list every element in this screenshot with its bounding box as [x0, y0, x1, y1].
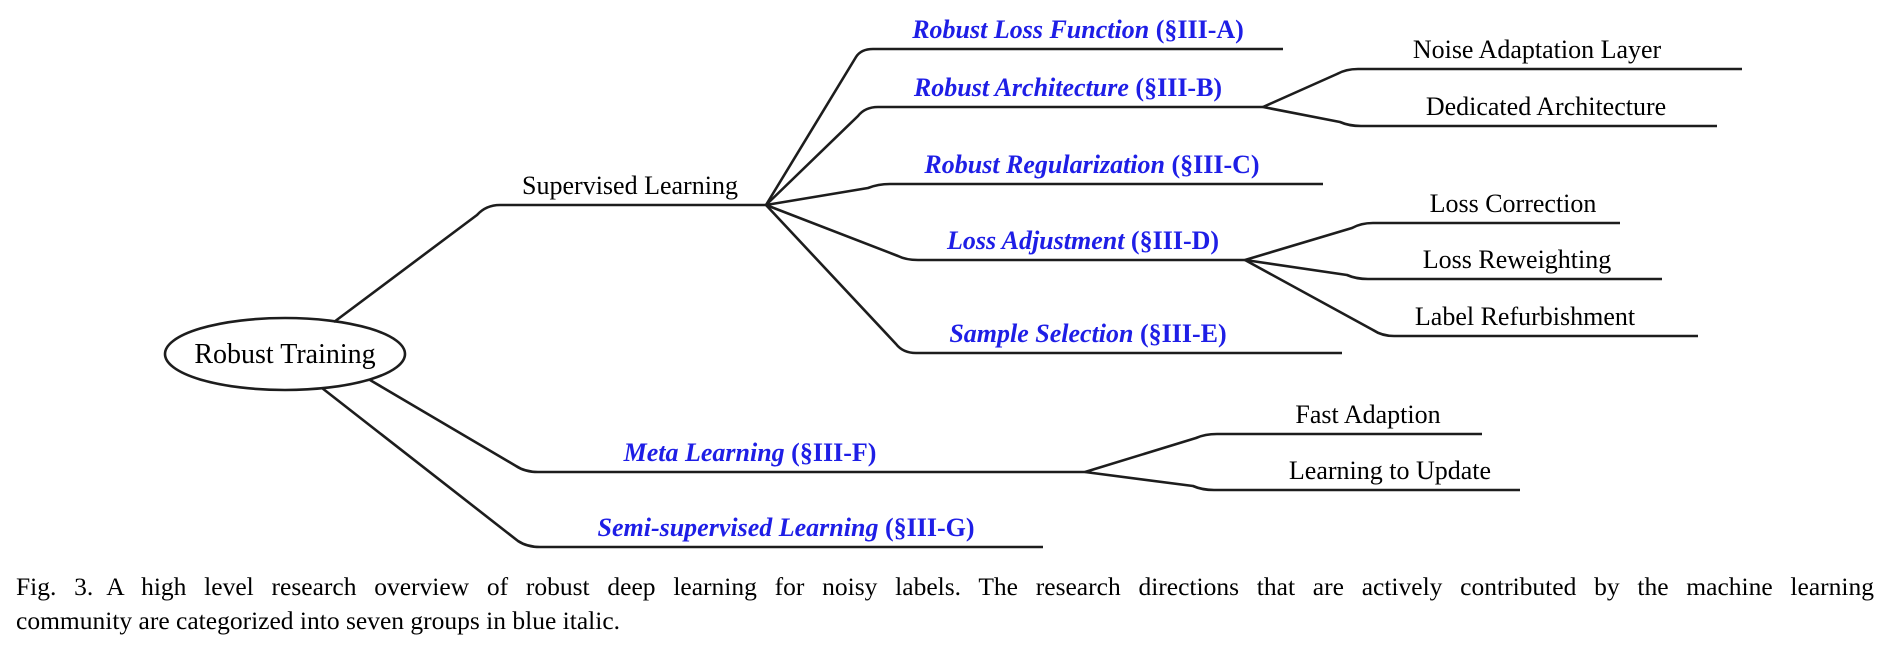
node-root: Robust Training — [194, 338, 376, 370]
category-name: Robust Regularization — [924, 150, 1165, 180]
connector-supervised-regularization — [765, 182, 1323, 207]
section-ref: (§III-B) — [1135, 73, 1223, 103]
category-name: Robust Architecture — [913, 73, 1129, 103]
node-supervised: Supervised Learning — [522, 171, 738, 201]
node-noise-layer: Noise Adaptation Layer — [1412, 35, 1662, 65]
node-architecture: Robust Architecture (§III-B) — [914, 73, 1222, 107]
node-learning-update: Learning to Update — [1288, 456, 1492, 486]
node-regularization: Robust Regularization (§III-C) — [924, 150, 1259, 184]
node-dedicated: Dedicated Architecture — [1425, 92, 1667, 122]
node-selection: Sample Selection (§III-E) — [949, 319, 1226, 353]
node-loss-correction: Loss Correction — [1429, 189, 1597, 219]
category-name: Loss Adjustment — [946, 226, 1125, 256]
section-ref: (§III-D) — [1130, 226, 1220, 256]
node-adjustment: Loss Adjustment (§III-D) — [947, 226, 1219, 260]
caption-text-1: A high level research overview of robust… — [106, 572, 1874, 601]
node-loss-reweighting: Loss Reweighting — [1422, 245, 1612, 275]
node-loss-function: Robust Loss Function (§III-A) — [912, 15, 1244, 49]
caption-line-1: Fig. 3. A high level research overview of… — [16, 570, 1874, 604]
caption-line-2: community are categorized into seven gro… — [16, 606, 621, 635]
figure-caption: Fig. 3. A high level research overview of… — [16, 570, 1874, 638]
category-name: Semi-supervised Learning — [597, 513, 879, 543]
section-ref: (§III-A) — [1155, 15, 1244, 45]
section-ref: (§III-C) — [1171, 150, 1260, 180]
connector-root-supervised — [333, 203, 766, 324]
category-name: Sample Selection — [949, 319, 1134, 349]
section-ref: (§III-E) — [1140, 319, 1227, 349]
node-fast-adaption: Fast Adaption — [1295, 400, 1441, 430]
category-name: Robust Loss Function — [912, 15, 1150, 45]
category-name: Meta Learning — [623, 438, 785, 468]
section-ref: (§III-G) — [884, 513, 975, 543]
figure-number: Fig. 3. — [16, 572, 94, 601]
node-semi: Semi-supervised Learning (§III-G) — [597, 513, 974, 547]
section-ref: (§III-F) — [791, 438, 877, 468]
node-meta: Meta Learning (§III-F) — [624, 438, 877, 472]
node-label-refurbishment: Label Refurbishment — [1414, 302, 1636, 332]
